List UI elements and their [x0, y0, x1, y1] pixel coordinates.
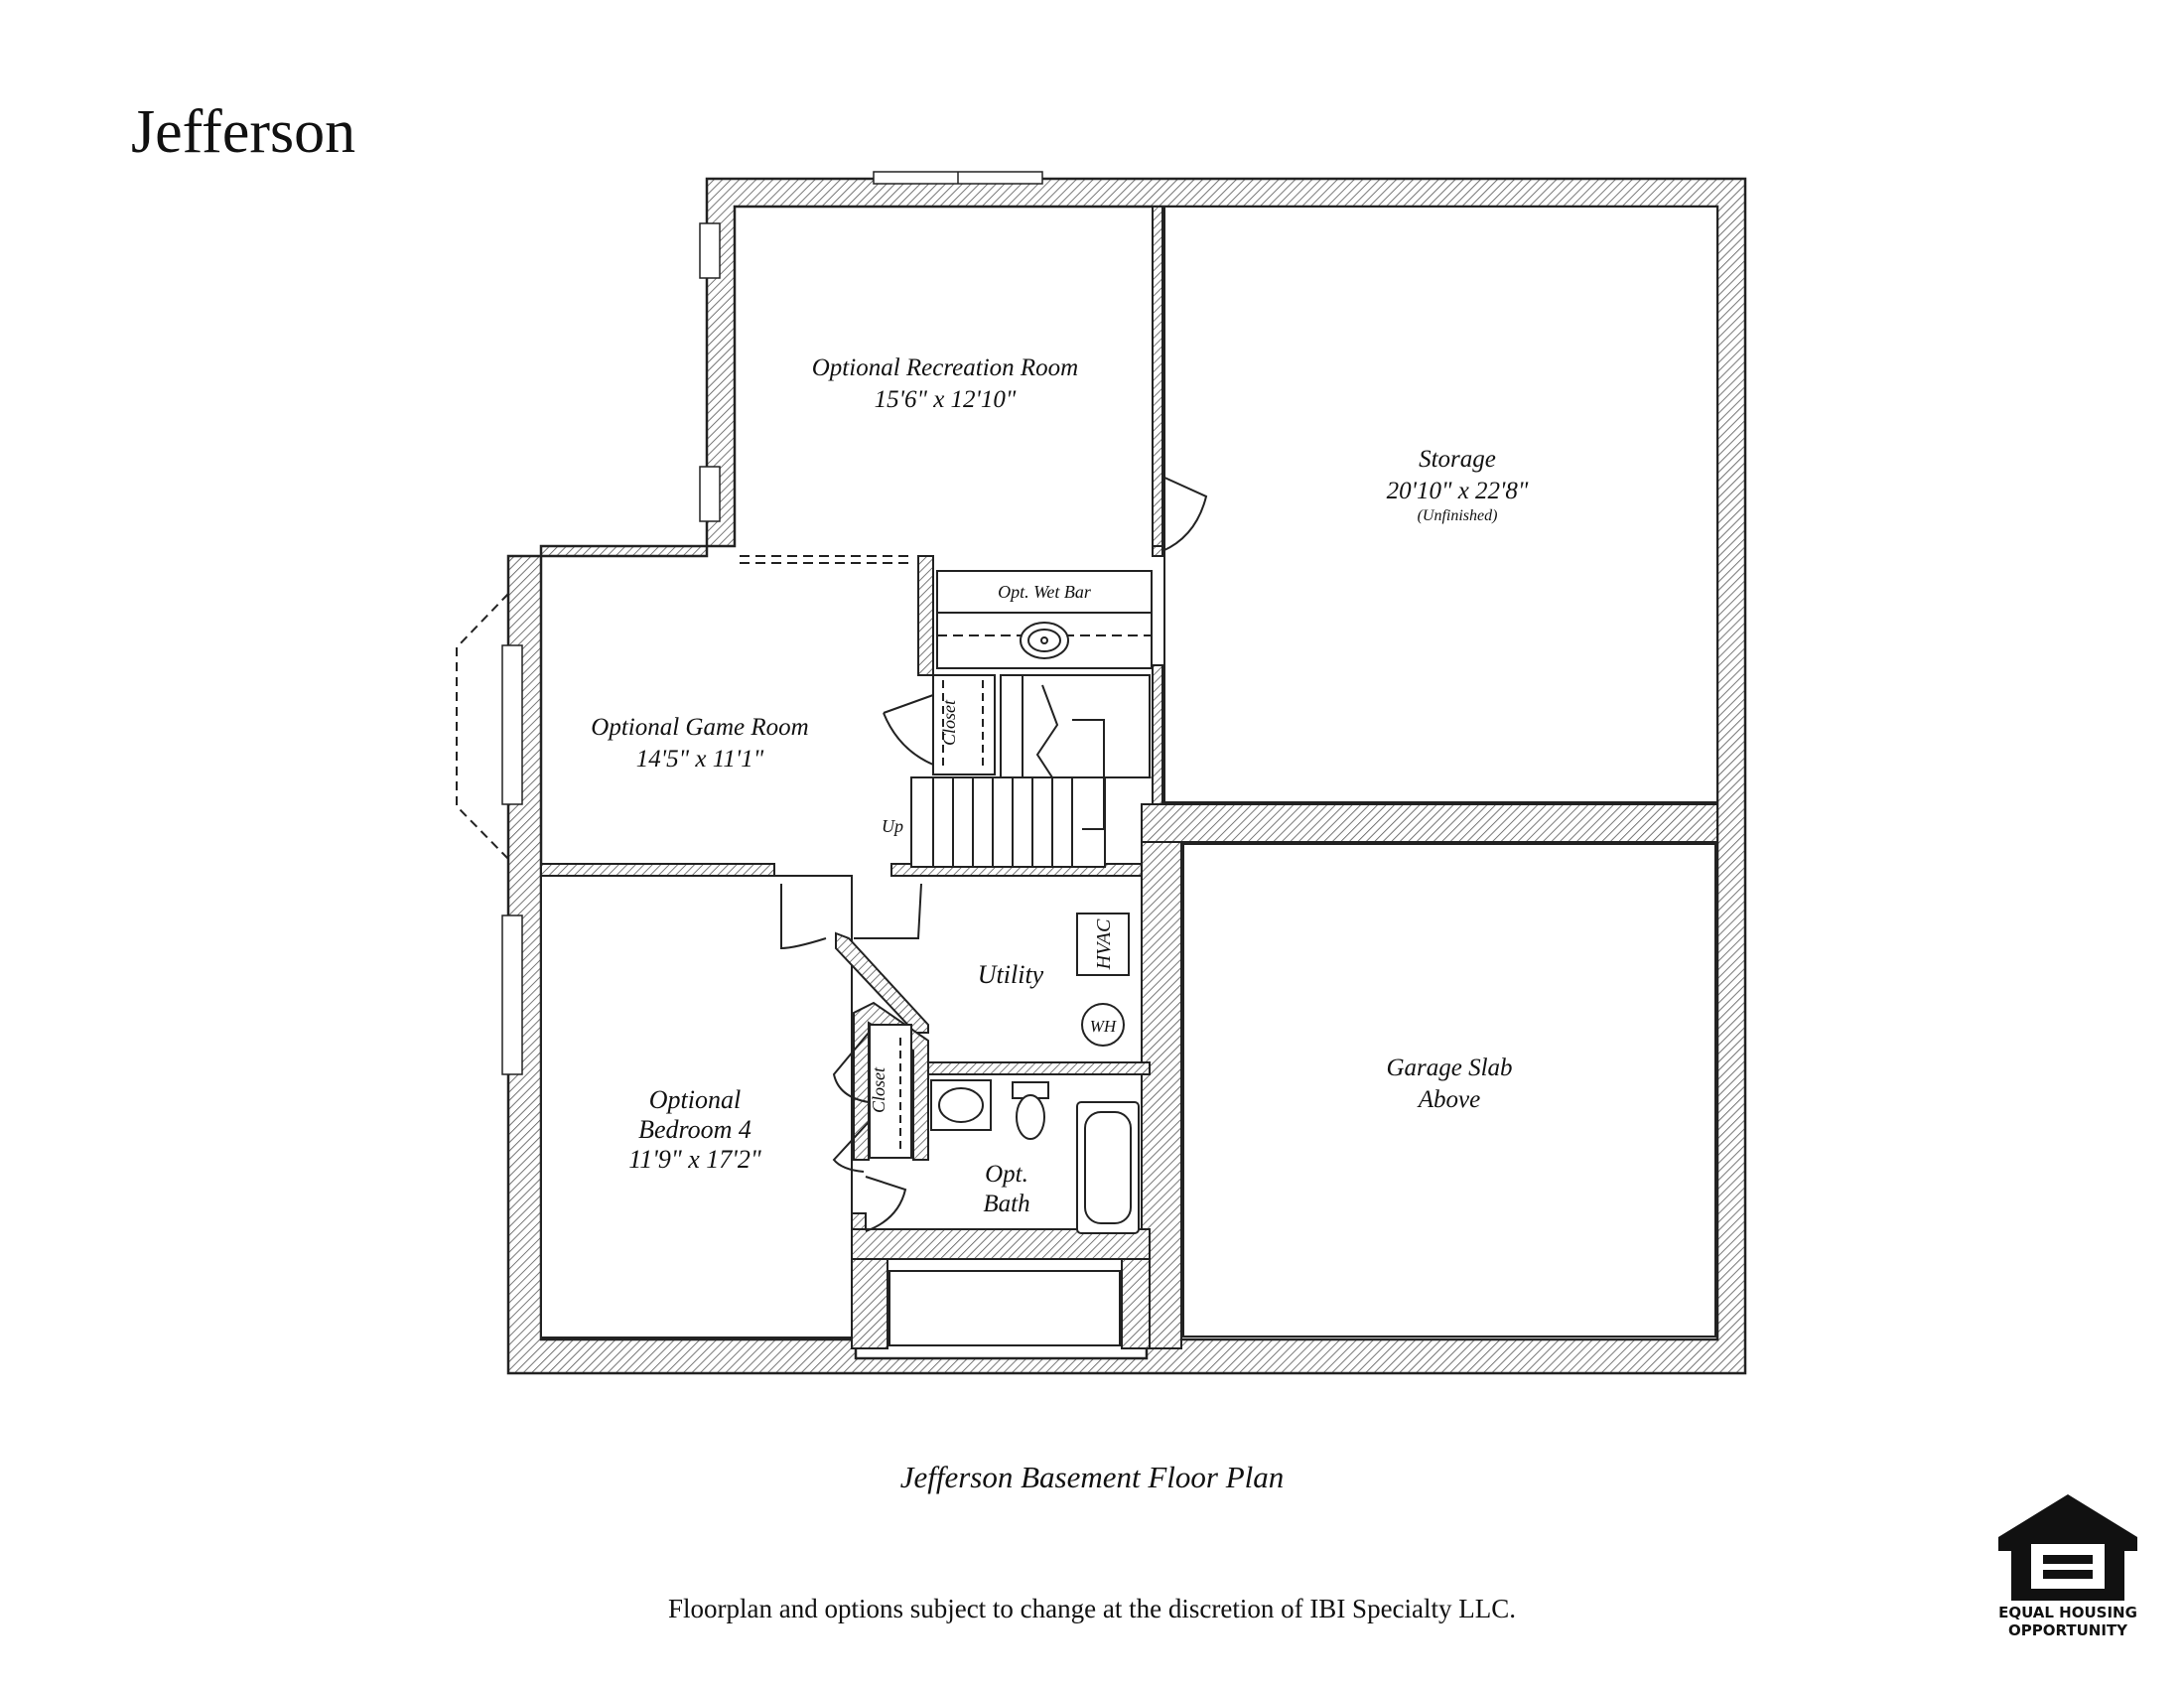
bathroom-fixtures — [930, 1079, 1140, 1234]
bottom-alcove — [888, 1270, 1121, 1346]
label-garage-line2: Above — [1417, 1086, 1480, 1113]
label-game-room-size: 14'5" x 11'1" — [636, 746, 764, 773]
label-wet-bar: Opt. Wet Bar — [998, 582, 1092, 602]
equal-housing-logo-icon: EQUAL HOUSING OPPORTUNITY — [1998, 1494, 2137, 1638]
utility-room — [1076, 913, 1130, 1047]
label-garage-line1: Garage Slab — [1386, 1055, 1512, 1081]
bedroom-4-room — [540, 875, 853, 1338]
logo-line2: OPPORTUNITY — [2008, 1621, 2128, 1638]
storage-room — [1163, 206, 1718, 803]
label-recreation-name: Optional Recreation Room — [812, 354, 1078, 381]
label-closet-lower: Closet — [869, 1066, 888, 1113]
exterior-walls — [506, 177, 1747, 1375]
plan-caption: Jefferson Basement Floor Plan — [899, 1460, 1285, 1494]
label-recreation-size: 15'6" x 12'10" — [875, 386, 1017, 413]
upper-closet — [883, 674, 996, 775]
rooms — [540, 206, 1718, 1346]
label-bedroom-size: 11'9" x 17'2" — [628, 1145, 761, 1174]
label-stairs-up: Up — [882, 816, 903, 836]
label-water-heater: WH — [1090, 1017, 1118, 1036]
water-heater — [1081, 1003, 1125, 1047]
disclaimer-text: Floorplan and options subject to change … — [667, 1594, 1517, 1623]
label-closet-upper: Closet — [939, 699, 959, 746]
windows — [501, 171, 1043, 1075]
logo-line1: EQUAL HOUSING — [1998, 1604, 2137, 1621]
label-hvac: HVAC — [1093, 918, 1115, 970]
door-swings — [780, 476, 1208, 1232]
room-labels: Optional Recreation Room 15'6" x 12'10" … — [591, 354, 1529, 1217]
lower-closet-interior — [869, 1024, 912, 1159]
bay-window — [456, 593, 509, 860]
label-storage-size: 20'10" x 22'8" — [1387, 478, 1529, 504]
page-title: Jefferson — [131, 98, 356, 166]
label-game-room-name: Optional Game Room — [591, 714, 808, 741]
label-bath-line2: Bath — [983, 1191, 1029, 1217]
label-storage-note: (Unfinished) — [1418, 507, 1498, 524]
garage-slab-area — [1182, 843, 1716, 1337]
dashed-boundaries — [740, 555, 913, 564]
label-utility: Utility — [978, 960, 1044, 989]
label-storage-name: Storage — [1419, 446, 1496, 473]
wet-bar — [936, 570, 1153, 669]
hvac-unit — [1076, 913, 1130, 976]
label-bedroom-line2: Bedroom 4 — [638, 1115, 751, 1144]
staircase — [910, 674, 1152, 868]
label-bedroom-line1: Optional — [649, 1085, 741, 1114]
label-bath-line1: Opt. — [985, 1161, 1028, 1188]
